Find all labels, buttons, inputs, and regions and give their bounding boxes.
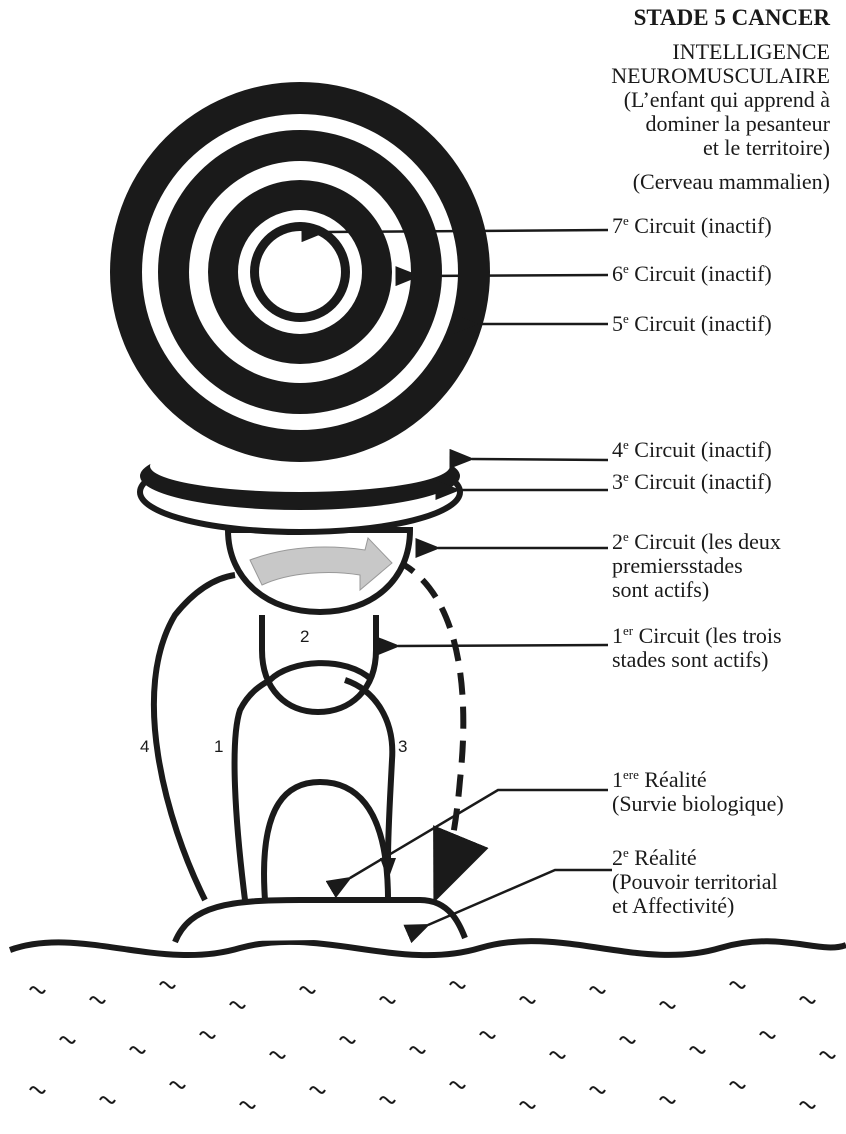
label-reality-2: 2e Réalité (Pouvoir territorial et Affec… (612, 846, 778, 918)
path-3 (345, 680, 392, 860)
arrow-c4 (472, 459, 608, 460)
label-circuit-1: 1er Circuit (les trois stades sont actif… (612, 624, 782, 672)
arrow-c6 (418, 275, 608, 276)
header-line-4: dominer la pesanteur (646, 112, 831, 136)
path-number-2: 2 (300, 627, 309, 646)
header-line-1: INTELLIGENCE (672, 40, 830, 64)
base-mound (175, 900, 465, 942)
circuit-paths (154, 575, 392, 900)
label-circuit-4: 4e Circuit (inactif) (612, 438, 772, 462)
label-circuit-3: 3e Circuit (inactif) (612, 470, 772, 494)
label-circuit-7: 7e Circuit (inactif) (612, 214, 772, 238)
dashed-return-path (395, 560, 463, 892)
arrow-c1 (398, 645, 608, 646)
path-number-4: 4 (140, 737, 149, 756)
path-number-1: 1 (214, 737, 223, 756)
header-line-6: (Cerveau mammalien) (633, 170, 830, 194)
soil-texture (30, 982, 835, 1108)
label-circuit-2: 2e Circuit (les deux premiersstades sont… (612, 530, 830, 602)
inner-arch (264, 782, 388, 900)
label-circuit-6: 6e Circuit (inactif) (612, 262, 772, 286)
header-line-5: et le territoire) (703, 136, 830, 160)
circuit-7-core (259, 231, 341, 313)
first-circuit-floor (270, 663, 372, 680)
header-line-2: NEUROMUSCULAIRE (611, 64, 830, 88)
ground (10, 941, 846, 1108)
path-number-3: 3 (398, 737, 407, 756)
head-circuits (110, 82, 490, 532)
stage-title: STADE 5 CANCER (634, 6, 830, 30)
header-line-3: (L’enfant qui apprend à (624, 88, 830, 112)
label-circuit-5: 5e Circuit (inactif) (612, 312, 772, 336)
path-3-arrowhead (380, 858, 396, 880)
label-reality-1: 1ere Réalité (Survie biologique) (612, 768, 784, 816)
